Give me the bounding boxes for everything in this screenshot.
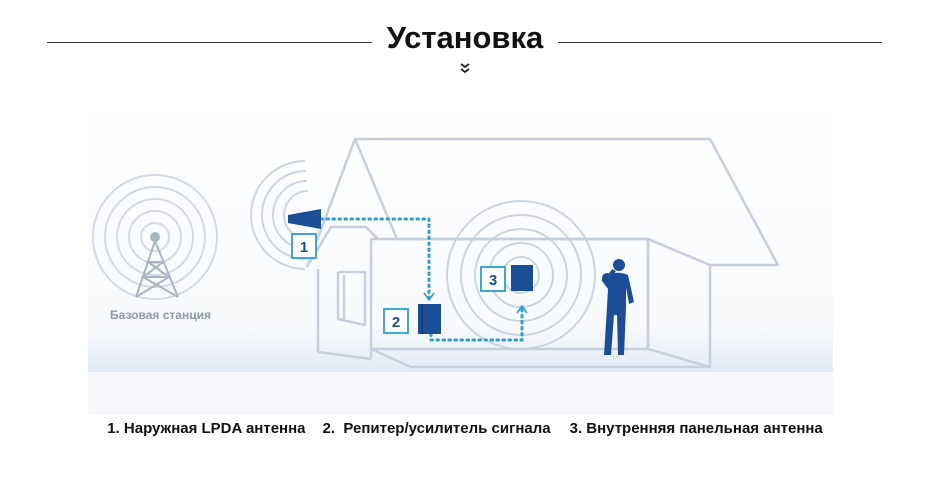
legend: 1. Наружная LPDA антенна 2. Репитер/усили… bbox=[0, 419, 930, 439]
outdoor-lpda-antenna-icon bbox=[288, 209, 321, 229]
tower-icon bbox=[135, 232, 179, 298]
badge-repeater: 2 bbox=[383, 308, 409, 334]
legend-item-outdoor: 1. Наружная LPDA антенна bbox=[107, 420, 306, 437]
repeater-icon bbox=[418, 304, 441, 334]
badge-repeater-number: 2 bbox=[392, 314, 400, 331]
page-title: Установка bbox=[386, 20, 544, 55]
legend-item-indoor: 3. Внутренняя панельная антенна bbox=[569, 420, 823, 437]
house-icon bbox=[305, 137, 780, 369]
header-divider-left bbox=[47, 42, 372, 43]
badge-outdoor-number: 1 bbox=[300, 239, 308, 256]
indoor-panel-antenna-icon bbox=[511, 265, 533, 291]
cable-route bbox=[319, 217, 524, 342]
chevron-down-icon bbox=[460, 63, 470, 74]
installation-diagram: 1 2 3 bbox=[88, 97, 833, 415]
badge-outdoor-antenna: 1 bbox=[291, 233, 317, 259]
ground-shade bbox=[88, 322, 833, 372]
header: Установка bbox=[0, 0, 930, 80]
badge-indoor-antenna: 3 bbox=[480, 266, 506, 292]
header-divider-right bbox=[558, 42, 882, 43]
badge-indoor-number: 3 bbox=[489, 272, 497, 289]
person-icon bbox=[601, 259, 634, 355]
cable-arrow-icon bbox=[423, 292, 528, 314]
legend-item-repeater: 2. Репитер/усилитель сигнала bbox=[322, 420, 551, 437]
base-station-label: Базовая станция bbox=[110, 308, 211, 322]
